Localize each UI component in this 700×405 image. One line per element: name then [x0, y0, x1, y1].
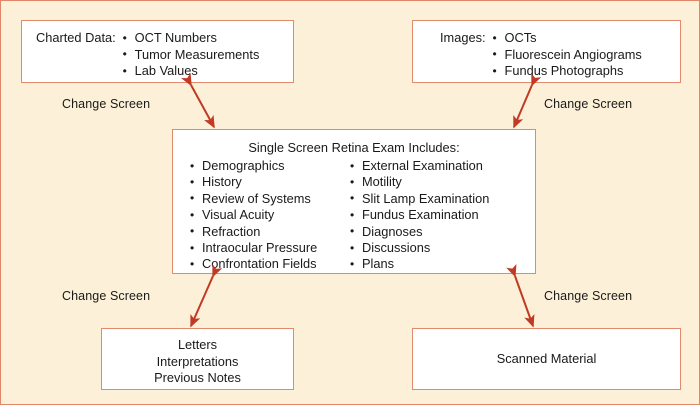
- edge-label-top-left: Change Screen: [62, 97, 151, 111]
- edge-label-top-right: Change Screen: [544, 97, 633, 111]
- list-item: Visual Acuity: [190, 207, 350, 224]
- images-label: Images:: [440, 30, 486, 45]
- list-item: Review of Systems: [190, 190, 350, 207]
- list-item: Discussions: [350, 240, 518, 257]
- letters-line-2: Interpretations: [156, 353, 239, 369]
- node-single-screen-retina-exam: Single Screen Retina Exam Includes: Demo…: [172, 129, 536, 274]
- center-title: Single Screen Retina Exam Includes:: [248, 140, 460, 155]
- node-images: Images: OCTs Fluorescein Angiograms Fund…: [412, 20, 681, 83]
- charted-data-content: Charted Data: OCT Numbers Tumor Measurem…: [36, 30, 259, 80]
- node-scanned-material: Scanned Material: [412, 328, 681, 390]
- node-letters: Letters Interpretations Previous Notes: [101, 328, 294, 390]
- edge-label-bottom-right: Change Screen: [544, 289, 633, 303]
- list-item: History: [190, 174, 350, 191]
- list-item: Plans: [350, 256, 518, 273]
- center-column-left: Demographics History Review of Systems V…: [190, 157, 350, 273]
- list-item: Diagnoses: [350, 223, 518, 240]
- list-item: Intraocular Pressure: [190, 240, 350, 257]
- center-columns: Demographics History Review of Systems V…: [173, 157, 535, 273]
- center-left-list: Demographics History Review of Systems V…: [190, 157, 350, 273]
- scanned-material-label: Scanned Material: [496, 351, 597, 366]
- list-item: Fundus Examination: [350, 207, 518, 224]
- list-item: Fluorescein Angiograms: [493, 46, 642, 64]
- center-column-right: External Examination Motility Slit Lamp …: [350, 157, 518, 273]
- list-item: Tumor Measurements: [123, 46, 260, 64]
- edge-label-bottom-left: Change Screen: [62, 289, 151, 303]
- list-item: OCT Numbers: [123, 30, 260, 47]
- list-item: OCTs: [493, 30, 642, 47]
- letters-line-3: Previous Notes: [154, 370, 241, 385]
- charted-data-label: Charted Data:: [36, 30, 116, 45]
- node-charted-data: Charted Data: OCT Numbers Tumor Measurem…: [21, 20, 294, 83]
- list-item: External Examination: [350, 157, 518, 174]
- list-item: Motility: [350, 174, 518, 191]
- center-right-list: External Examination Motility Slit Lamp …: [350, 157, 518, 273]
- list-item: Refraction: [190, 223, 350, 240]
- list-item: Demographics: [190, 157, 350, 174]
- letters-content: Letters Interpretations Previous Notes: [102, 337, 293, 387]
- letters-line-1: Letters: [177, 337, 218, 352]
- list-item: Slit Lamp Examination: [350, 190, 518, 207]
